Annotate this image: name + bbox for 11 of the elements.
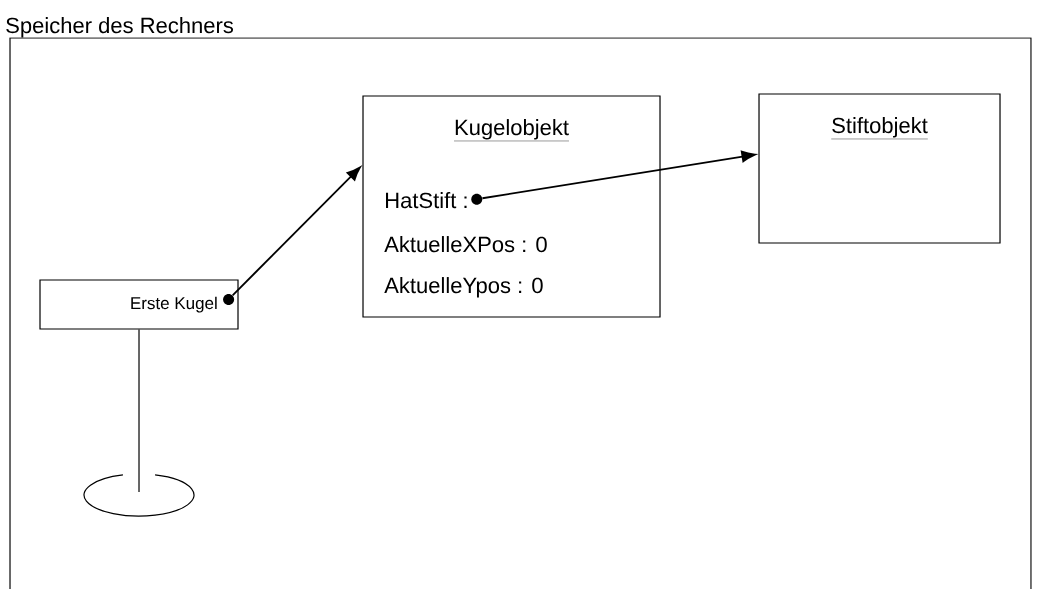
arrow bbox=[231, 166, 361, 297]
stand-line bbox=[138, 329, 140, 493]
arrow bbox=[481, 150, 756, 200]
frame-heading: Speicher des Rechners bbox=[6, 17, 234, 38]
attribute-text: HatStift : bbox=[386, 192, 467, 209]
attribute-text: AktuelleXPos : 0 bbox=[384, 236, 547, 253]
box-title: Stiftobjekt bbox=[831, 117, 929, 140]
box-label: Erste Kugel bbox=[131, 296, 217, 313]
attribute-text: AktuelleYpos : 0 bbox=[384, 277, 543, 298]
ellipse-base bbox=[83, 474, 195, 517]
box-title: Kugelobjekt bbox=[453, 119, 570, 142]
